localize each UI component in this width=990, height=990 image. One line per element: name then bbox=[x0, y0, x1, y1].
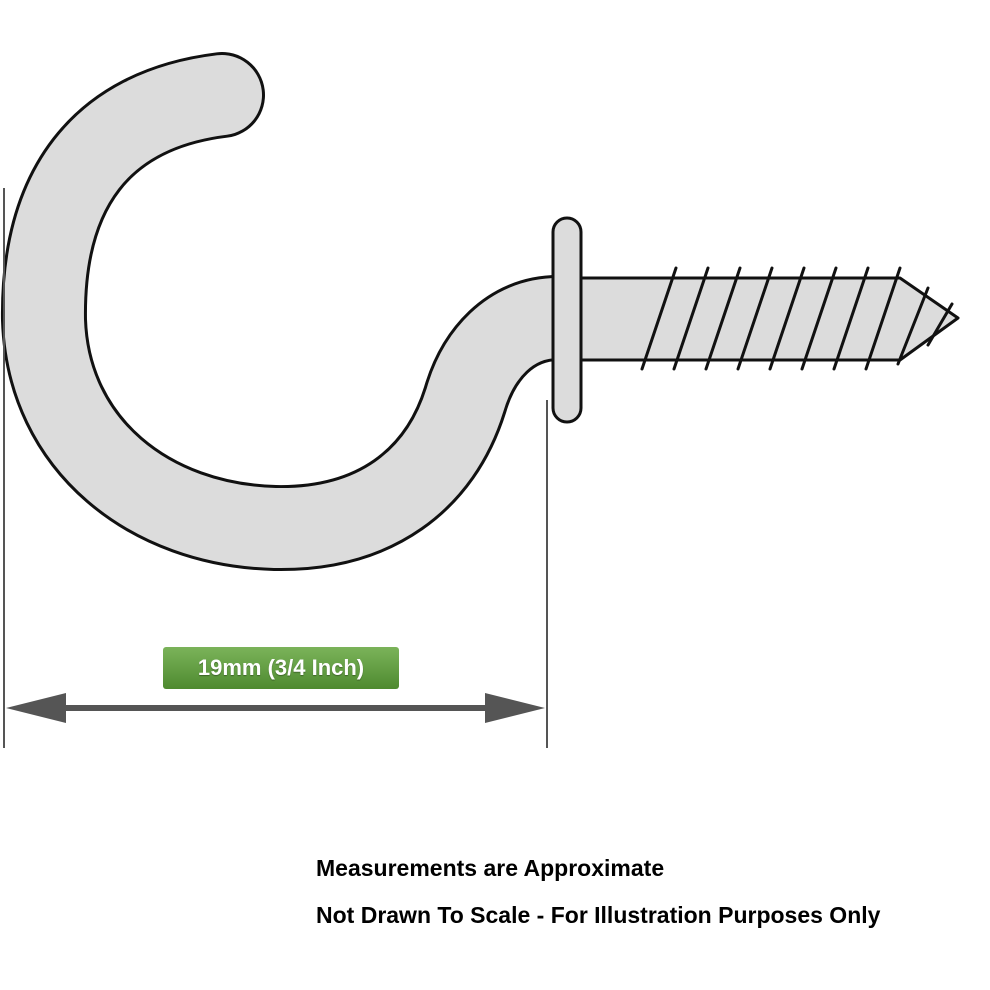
note-not-to-scale: Not Drawn To Scale - For Illustration Pu… bbox=[316, 902, 881, 928]
screw-shank bbox=[573, 276, 960, 362]
hook-core bbox=[3, 55, 598, 569]
dimension-label: 19mm (3/4 Inch) bbox=[163, 647, 399, 689]
dimension-line bbox=[6, 693, 545, 723]
hook-body bbox=[0, 52, 601, 572]
arrow-right-icon bbox=[485, 693, 545, 723]
screw-threads bbox=[640, 266, 954, 371]
collar-washer bbox=[551, 216, 583, 424]
note-approximate: Measurements are Approximate bbox=[316, 855, 665, 881]
arrow-left-icon bbox=[6, 693, 66, 723]
